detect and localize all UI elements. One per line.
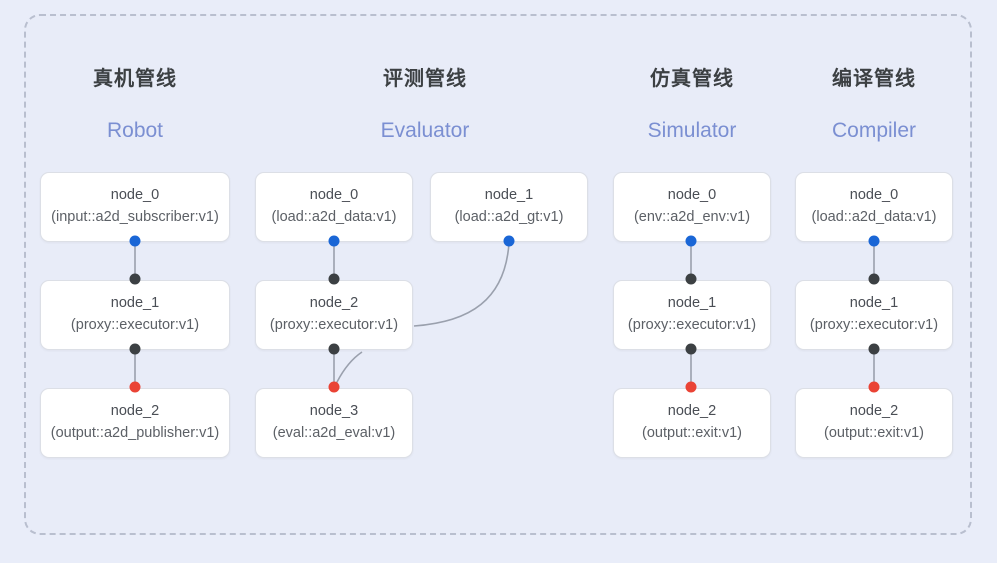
node-label-name: node_2 xyxy=(849,403,899,420)
node-label-name: node_2 xyxy=(110,403,160,420)
node-label-name: node_2 xyxy=(667,403,717,420)
port-output-robot-0[interactable] xyxy=(129,235,141,247)
node-simulator-0[interactable]: node_0 (env::a2d_env:v1) xyxy=(613,172,771,242)
node-label-name: node_0 xyxy=(309,187,359,204)
port-input-simulator-2[interactable] xyxy=(685,381,697,393)
node-label-type: (proxy::executor:v1) xyxy=(627,317,757,333)
node-label-name: node_0 xyxy=(667,187,717,204)
node-compiler-2[interactable]: node_2 (output::exit:v1) xyxy=(795,388,953,458)
node-label-name: node_1 xyxy=(849,295,899,312)
node-robot-1[interactable]: node_1 (proxy::executor:v1) xyxy=(40,280,230,350)
node-label-name: node_1 xyxy=(667,295,717,312)
port-input-compiler-1[interactable] xyxy=(868,273,880,285)
node-evaluator-0[interactable]: node_0 (load::a2d_data:v1) xyxy=(255,172,413,242)
node-compiler-1[interactable]: node_1 (proxy::executor:v1) xyxy=(795,280,953,350)
node-label-type: (output::exit:v1) xyxy=(824,425,924,441)
node-simulator-2[interactable]: node_2 (output::exit:v1) xyxy=(613,388,771,458)
node-label-type: (input::a2d_subscriber:v1) xyxy=(51,209,219,225)
node-label-name: node_1 xyxy=(484,187,534,204)
node-label-type: (load::a2d_data:v1) xyxy=(811,209,937,225)
node-evaluator-3[interactable]: node_3 (eval::a2d_eval:v1) xyxy=(255,388,413,458)
port-input-evaluator-2[interactable] xyxy=(328,273,340,285)
node-label-type: (env::a2d_env:v1) xyxy=(633,209,751,225)
port-output-evaluator-2[interactable] xyxy=(328,343,340,355)
node-label-type: (load::a2d_gt:v1) xyxy=(454,209,564,225)
node-label-type: (proxy::executor:v1) xyxy=(269,317,399,333)
port-output-compiler-0[interactable] xyxy=(868,235,880,247)
node-label-type: (proxy::executor:v1) xyxy=(809,317,939,333)
node-label-name: node_2 xyxy=(309,295,359,312)
port-input-evaluator-3[interactable] xyxy=(328,381,340,393)
port-output-compiler-1[interactable] xyxy=(868,343,880,355)
node-simulator-1[interactable]: node_1 (proxy::executor:v1) xyxy=(613,280,771,350)
node-label-name: node_1 xyxy=(110,295,160,312)
node-label-type: (output::a2d_publisher:v1) xyxy=(50,425,220,441)
node-label-type: (eval::a2d_eval:v1) xyxy=(272,425,396,441)
node-robot-0[interactable]: node_0 (input::a2d_subscriber:v1) xyxy=(40,172,230,242)
node-compiler-0[interactable]: node_0 (load::a2d_data:v1) xyxy=(795,172,953,242)
port-output-simulator-1[interactable] xyxy=(685,343,697,355)
port-input-robot-2[interactable] xyxy=(129,381,141,393)
node-evaluator-2[interactable]: node_2 (proxy::executor:v1) xyxy=(255,280,413,350)
node-label-type: (output::exit:v1) xyxy=(642,425,742,441)
port-output-simulator-0[interactable] xyxy=(685,235,697,247)
node-label-name: node_3 xyxy=(309,403,359,420)
port-output-robot-1[interactable] xyxy=(129,343,141,355)
port-input-simulator-1[interactable] xyxy=(685,273,697,285)
node-label-type: (load::a2d_data:v1) xyxy=(271,209,397,225)
node-label-name: node_0 xyxy=(849,187,899,204)
port-output-evaluator-1[interactable] xyxy=(503,235,515,247)
node-robot-2[interactable]: node_2 (output::a2d_publisher:v1) xyxy=(40,388,230,458)
port-input-robot-1[interactable] xyxy=(129,273,141,285)
port-input-compiler-2[interactable] xyxy=(868,381,880,393)
node-label-name: node_0 xyxy=(110,187,160,204)
node-label-type: (proxy::executor:v1) xyxy=(70,317,200,333)
node-evaluator-1[interactable]: node_1 (load::a2d_gt:v1) xyxy=(430,172,588,242)
port-output-evaluator-0[interactable] xyxy=(328,235,340,247)
